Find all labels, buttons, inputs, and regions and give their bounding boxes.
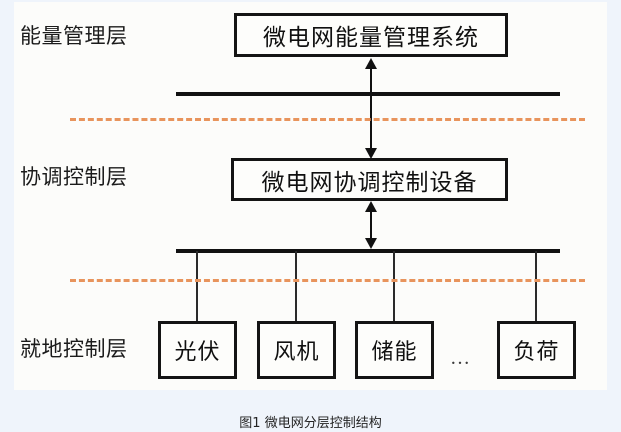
node-device-storage[interactable]: 储能 <box>355 321 434 379</box>
node-microgrid-energy-management-system[interactable]: 微电网能量管理系统 <box>234 13 508 57</box>
bus-bar-local-control <box>176 249 560 253</box>
layer-label-local-control: 就地控制层 <box>20 337 128 361</box>
bus-bar-energy-management <box>176 92 560 96</box>
arrow-head-up-to-ems <box>365 58 377 69</box>
connector-shaft-coordination-to-bus <box>370 210 372 240</box>
layer-separator-upper <box>70 118 585 121</box>
drop-line-load <box>535 251 537 322</box>
arrow-head-up-to-coordination <box>365 201 377 212</box>
arrow-head-down-to-coordination <box>365 148 377 159</box>
node-microgrid-coordination-control-device[interactable]: 微电网协调控制设备 <box>231 158 508 201</box>
drop-line-pv <box>196 251 198 322</box>
layer-separator-lower <box>70 279 585 282</box>
layer-label-coordination-control: 协调控制层 <box>20 165 128 189</box>
drop-line-wind <box>295 251 297 322</box>
arrow-head-down-to-local-bus <box>365 238 377 249</box>
node-device-pv[interactable]: 光伏 <box>158 321 237 379</box>
connector-shaft-bus-to-coordination <box>370 94 372 150</box>
drop-line-storage <box>393 251 395 322</box>
connector-shaft-bus-to-ems <box>370 68 372 95</box>
figure-caption: 图1 微电网分层控制结构 <box>239 416 382 431</box>
node-device-load[interactable]: 负荷 <box>497 321 576 379</box>
node-device-wind[interactable]: 风机 <box>257 321 336 379</box>
ellipsis-icon: … <box>450 347 472 369</box>
layer-label-energy-management: 能量管理层 <box>20 24 128 48</box>
